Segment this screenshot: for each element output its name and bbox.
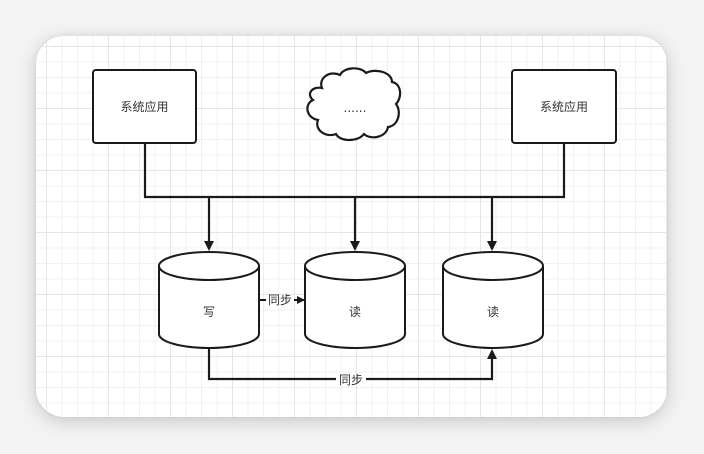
cloud-icon — [306, 67, 402, 142]
app-bus-line — [143, 143, 566, 199]
sync-edge-short: 同步 — [259, 293, 305, 307]
app-box-right-label: 系统应用 — [540, 99, 588, 114]
db-read-2-label: 读 — [487, 305, 499, 319]
db-cylinder-read-2[interactable]: 读 — [442, 251, 544, 349]
db-read-1-label: 读 — [349, 305, 361, 319]
connector-bus — [143, 143, 566, 199]
cloud-label: ...... — [344, 101, 367, 115]
sync-long-arrow — [366, 349, 497, 381]
db-cylinder-write[interactable]: 写 — [158, 251, 260, 349]
app-box-left[interactable]: 系统应用 — [92, 69, 197, 144]
sync-long-label: 同步 — [339, 373, 363, 387]
db-cylinder-read-1[interactable]: 读 — [304, 251, 406, 349]
app-box-right[interactable]: 系统应用 — [511, 69, 617, 144]
sync-short-label: 同步 — [268, 293, 292, 307]
db-write-label: 写 — [203, 305, 215, 319]
sync-edge-long: 同步 — [207, 348, 497, 387]
cloud-shape[interactable]: ...... — [306, 67, 402, 142]
app-box-left-label: 系统应用 — [120, 99, 168, 114]
